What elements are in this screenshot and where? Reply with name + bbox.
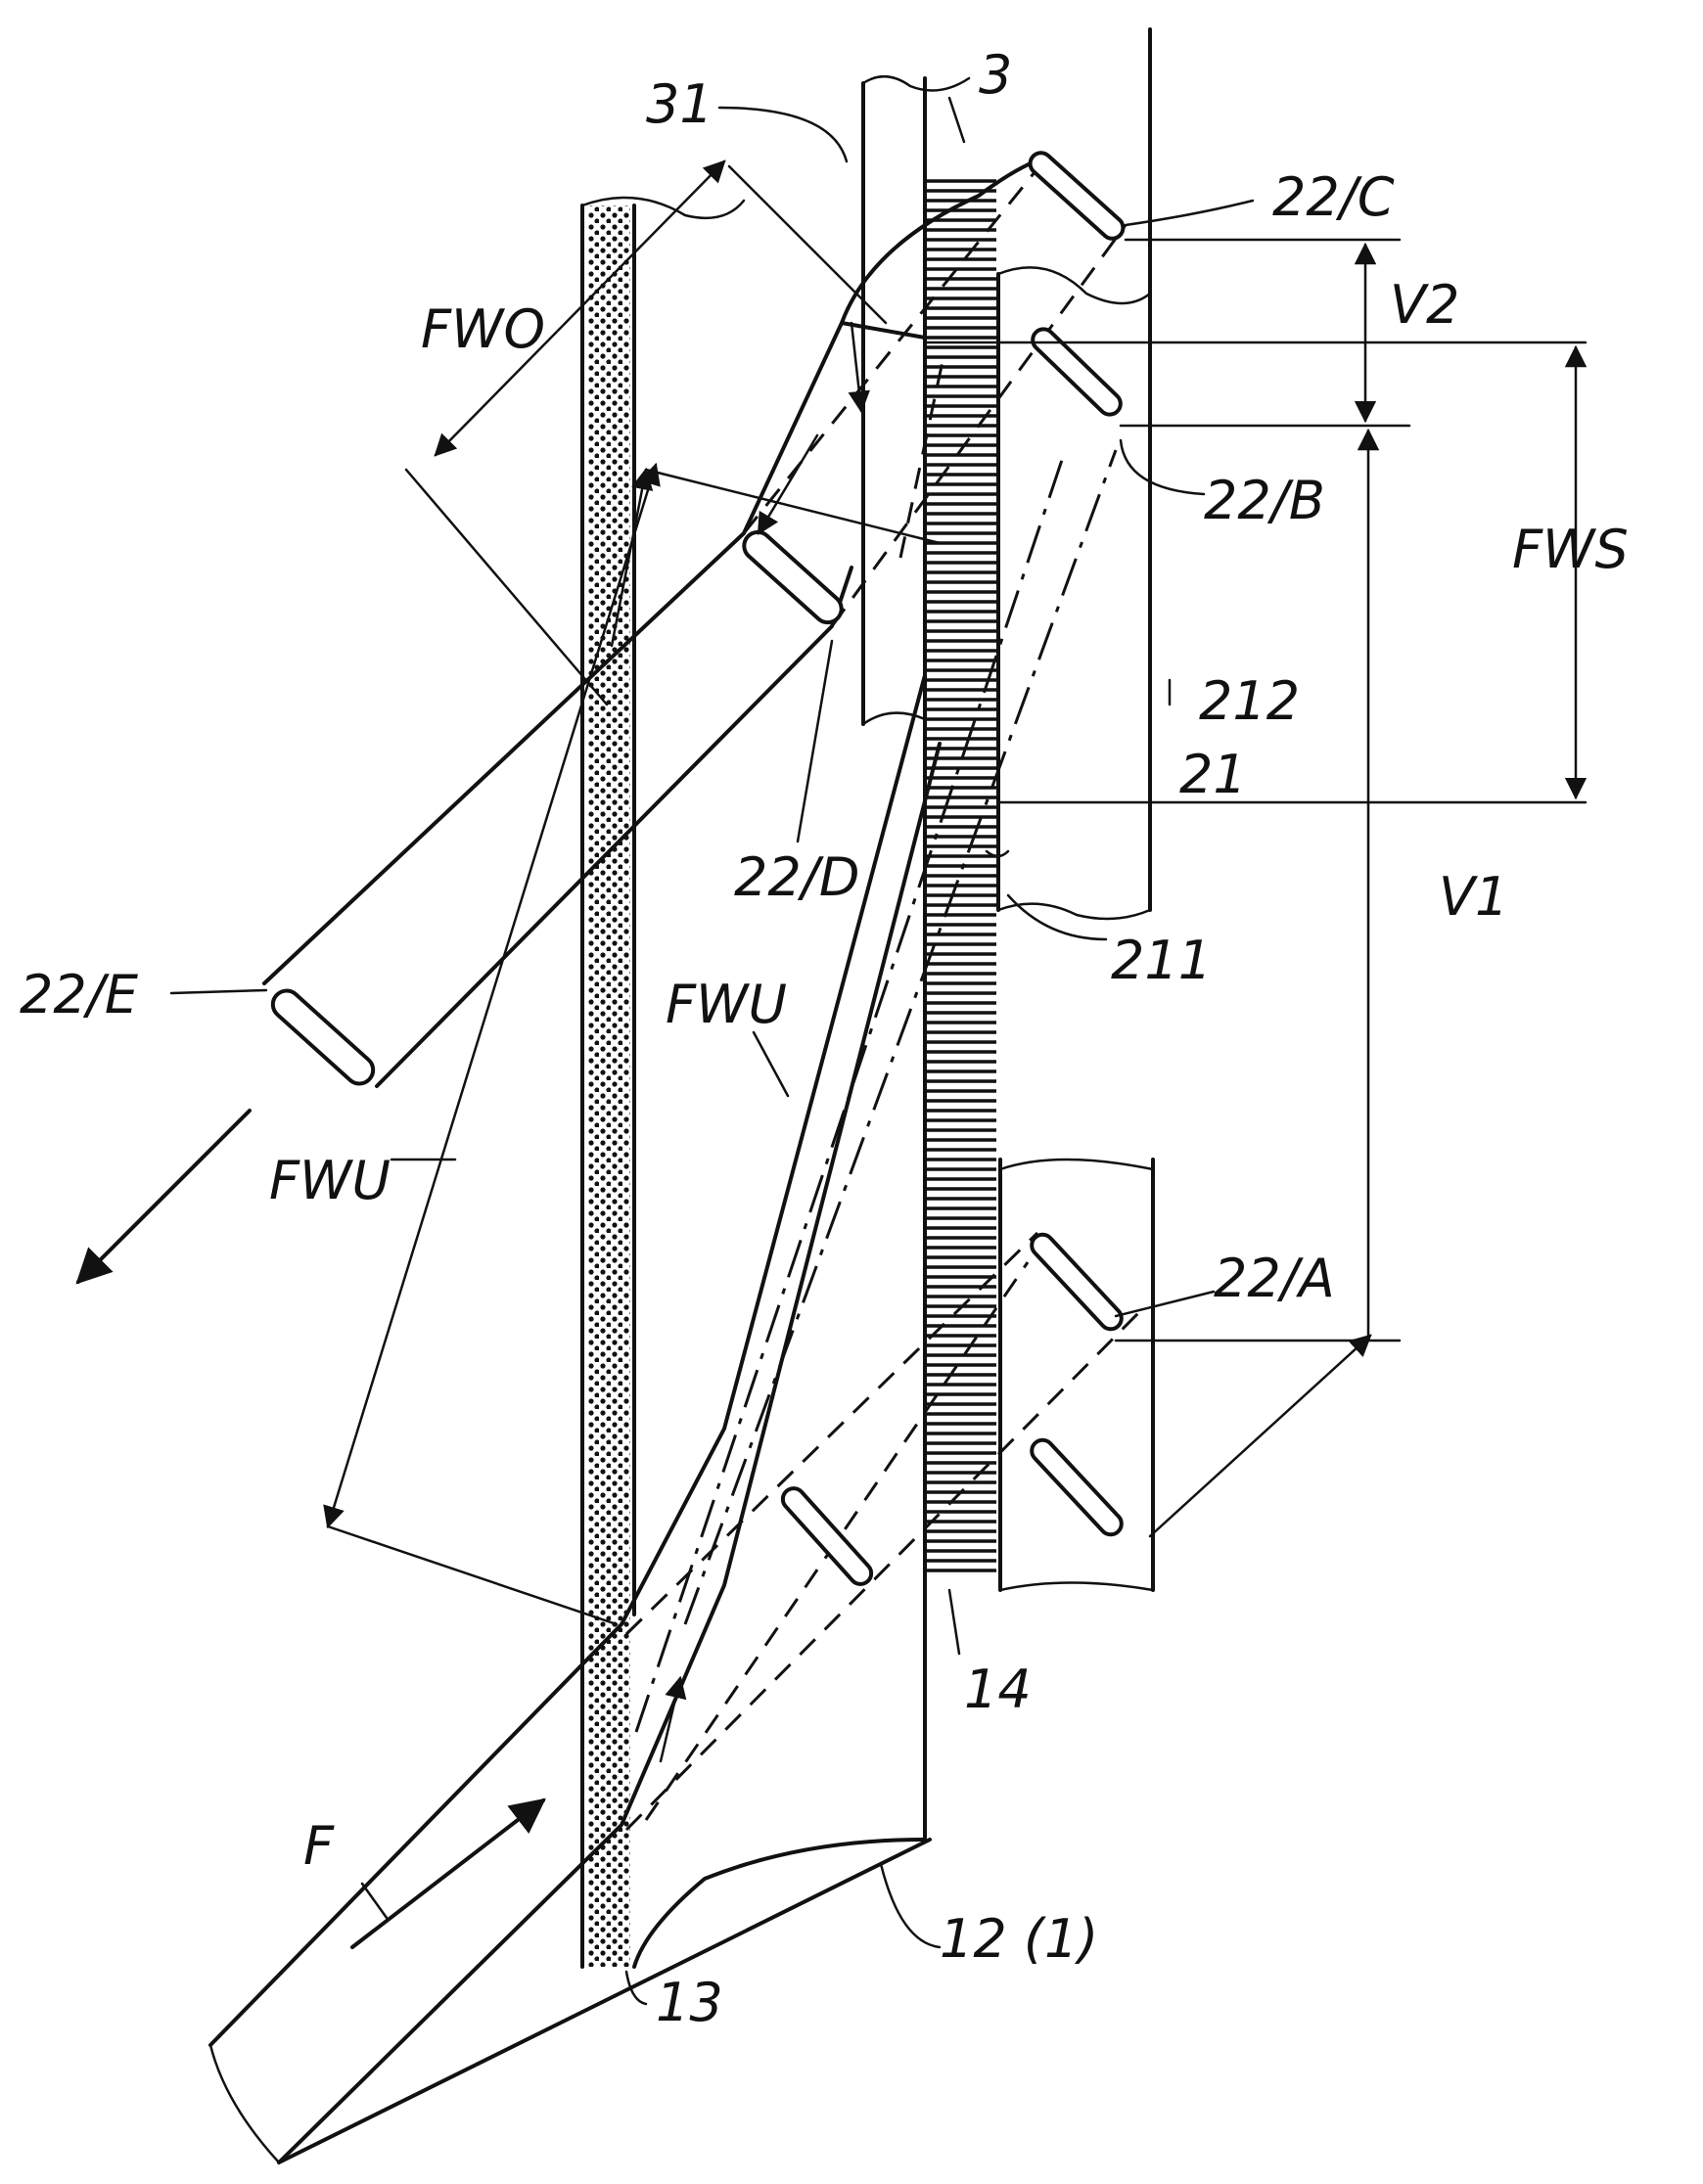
label-21: 21 (1179, 744, 1247, 805)
label-31: 31 (646, 73, 713, 135)
slot-22-A-upper (1028, 1230, 1127, 1334)
label-14: 14 (964, 1659, 1032, 1720)
label-22A: 22/A (1214, 1248, 1335, 1309)
slot-lower-left (778, 1484, 875, 1589)
label-V2: V2 (1390, 274, 1459, 336)
comb-14 (925, 176, 996, 1580)
label-211: 211 (1111, 930, 1212, 991)
label-212: 212 (1199, 670, 1300, 732)
label-V1: V1 (1439, 866, 1508, 928)
label-FWU-outer: FWU (269, 1150, 391, 1211)
dimension-lines (78, 161, 1586, 1947)
substrate-12 (210, 1840, 930, 2162)
dotted-web-13 (582, 198, 744, 1967)
label-FWU-inner: FWU (666, 974, 787, 1035)
label-22B: 22/B (1204, 470, 1325, 531)
label-12-1: 12 (1) (940, 1908, 1098, 1970)
label-FWS: FWS (1512, 519, 1629, 580)
label-22D: 22/D (734, 846, 860, 908)
label-3: 3 (979, 44, 1012, 106)
slot-22-C (1026, 149, 1128, 244)
label-F: F (303, 1815, 335, 1877)
label-22E: 22/E (20, 964, 139, 1025)
label-FWO: FWO (421, 298, 545, 360)
slot-22-D (739, 526, 848, 628)
label-13: 13 (656, 1972, 723, 2033)
slot-22-E (267, 985, 379, 1089)
slot-22-A-lower (1028, 1435, 1127, 1539)
frame-21-upper (987, 29, 1150, 919)
label-22C: 22/C (1272, 166, 1395, 228)
slot-22-B (1029, 325, 1126, 419)
